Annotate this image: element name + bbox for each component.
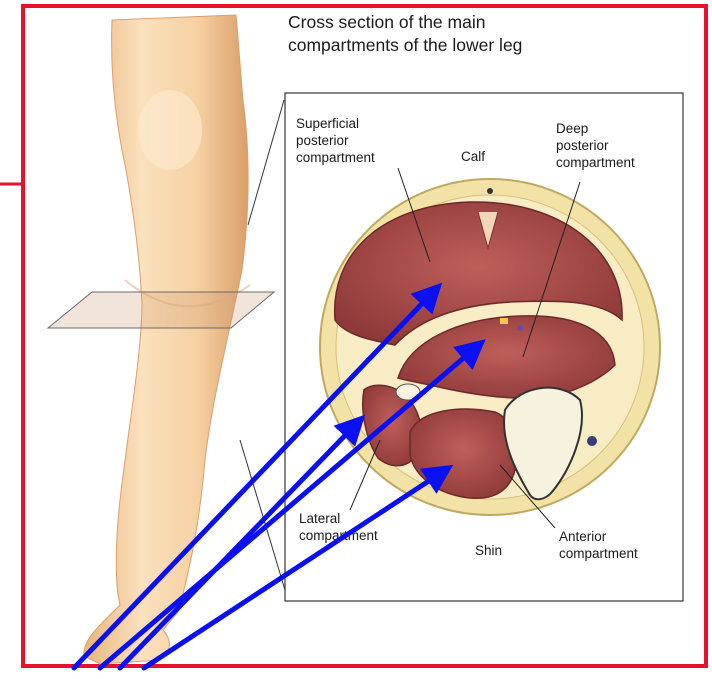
connector-line-top: [248, 100, 284, 225]
vessel-dot-top: [487, 188, 493, 194]
label-deep-1: Deep: [556, 121, 588, 136]
leg-illustration: [84, 15, 250, 664]
label-superficial-2: posterior: [296, 133, 349, 148]
label-deep-3: compartment: [556, 155, 635, 170]
label-anterior-2: compartment: [559, 546, 638, 561]
label-anterior-1: Anterior: [559, 529, 607, 544]
title-line-1: Cross section of the main: [288, 12, 485, 32]
label-lateral-1: Lateral: [299, 511, 340, 526]
label-superficial-1: Superficial: [296, 116, 359, 131]
cutting-plane: [48, 292, 274, 328]
label-superficial-3: compartment: [296, 150, 375, 165]
label-deep-2: posterior: [556, 138, 609, 153]
vessel-dot: [587, 436, 597, 446]
title-line-2: compartments of the lower leg: [288, 35, 522, 55]
cross-section: [320, 179, 660, 515]
label-calf: Calf: [461, 149, 485, 164]
label-shin: Shin: [475, 543, 502, 558]
